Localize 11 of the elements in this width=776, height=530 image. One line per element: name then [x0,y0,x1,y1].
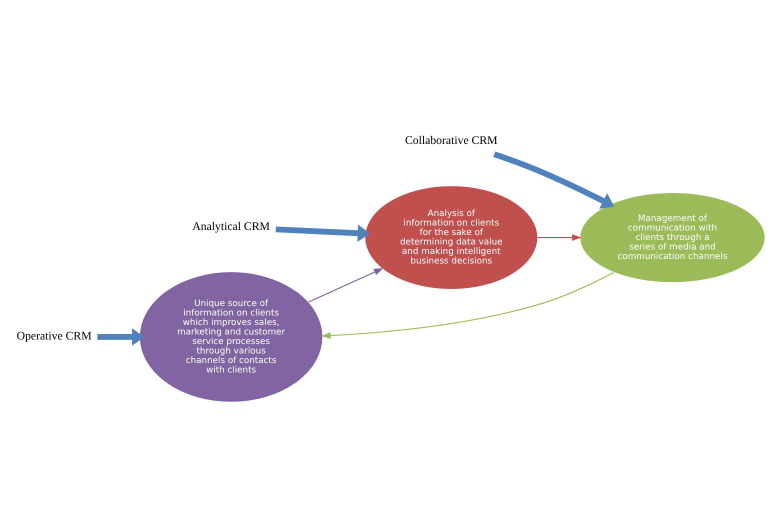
node-text: Operative CRM [16,330,92,343]
arrow [321,272,614,339]
arrow [97,328,144,346]
node-ellipse: Analysis of information on clients for the sake of determining data value and making intelligent business decisions [364,185,538,290]
node-text: Collaborative CRM [405,134,498,147]
arrow [276,224,370,242]
node-ellipse: Unique source of information on clients which improves sales, marketing and customer service processes through various channels of contacts with clients [139,271,324,402]
node-text: Analytical CRM [192,220,270,234]
arrow [538,234,582,241]
arrow [308,268,384,303]
arrow [493,151,614,209]
